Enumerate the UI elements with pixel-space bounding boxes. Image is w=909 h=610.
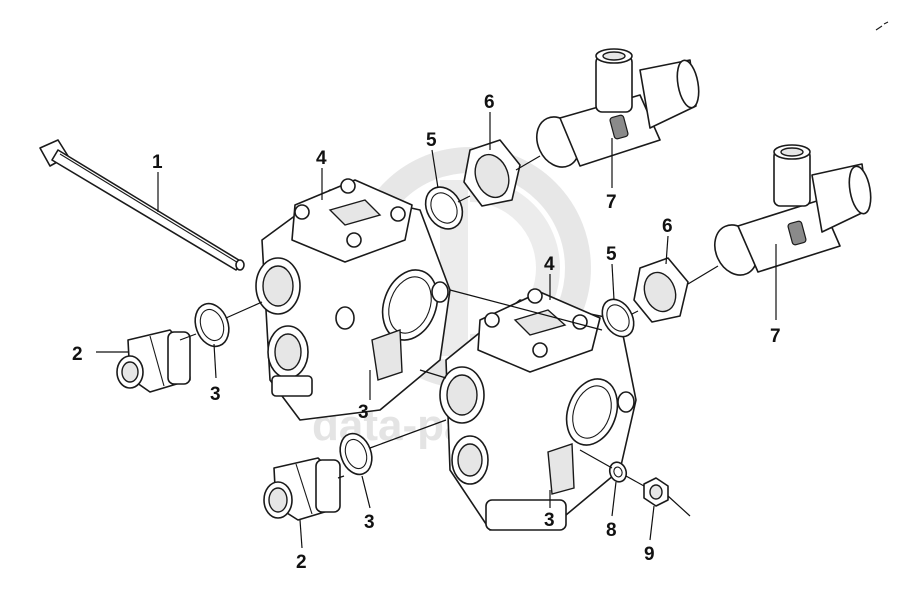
callout-6-lower: 6 xyxy=(662,216,673,237)
callout-4-upper: 4 xyxy=(316,148,327,169)
callout-6-upper: 6 xyxy=(484,92,495,113)
callout-7-lower: 7 xyxy=(770,326,781,347)
valve-body-upper xyxy=(255,178,451,421)
callout-8: 8 xyxy=(606,520,617,541)
callout-3-body-lower: 3 xyxy=(544,510,555,531)
callout-3-lower: 3 xyxy=(364,512,375,533)
callout-2-lower: 2 xyxy=(296,552,307,573)
callout-7-upper: 7 xyxy=(606,192,617,213)
fitting-part-2-lower xyxy=(263,457,341,521)
washer-part-8 xyxy=(608,461,628,483)
bolt-part-1 xyxy=(39,139,245,271)
fitting-part-2-upper xyxy=(116,329,191,393)
callout-1: 1 xyxy=(152,152,163,173)
washer-part-3-upper xyxy=(194,302,230,348)
washer-part-3-lower xyxy=(339,432,373,476)
assembly-lines xyxy=(179,155,719,517)
tee-fitting-part-7-lower xyxy=(714,144,872,276)
callouts: 1 2 3 4 5 6 7 3 4 5 6 7 3 2 3 8 9 xyxy=(72,92,781,573)
hex-nut-part-6-lower xyxy=(633,257,689,323)
callout-5-upper: 5 xyxy=(426,130,437,151)
callout-5-lower: 5 xyxy=(606,244,617,265)
callout-leaders xyxy=(96,112,777,549)
callout-4-lower: 4 xyxy=(544,254,555,275)
hex-nut-part-6-upper xyxy=(463,139,521,207)
callout-3-body-upper: 3 xyxy=(358,402,369,423)
washer-part-5-lower xyxy=(601,298,635,338)
callout-2-upper: 2 xyxy=(72,344,83,365)
callout-9: 9 xyxy=(644,544,655,565)
corner-mark-icon xyxy=(875,21,889,31)
washer-part-5-upper xyxy=(424,186,464,230)
callout-3-upper: 3 xyxy=(210,384,221,405)
tee-fitting-part-7-upper xyxy=(536,48,700,168)
nut-part-9 xyxy=(643,477,669,507)
valve-body-lower xyxy=(439,288,637,531)
